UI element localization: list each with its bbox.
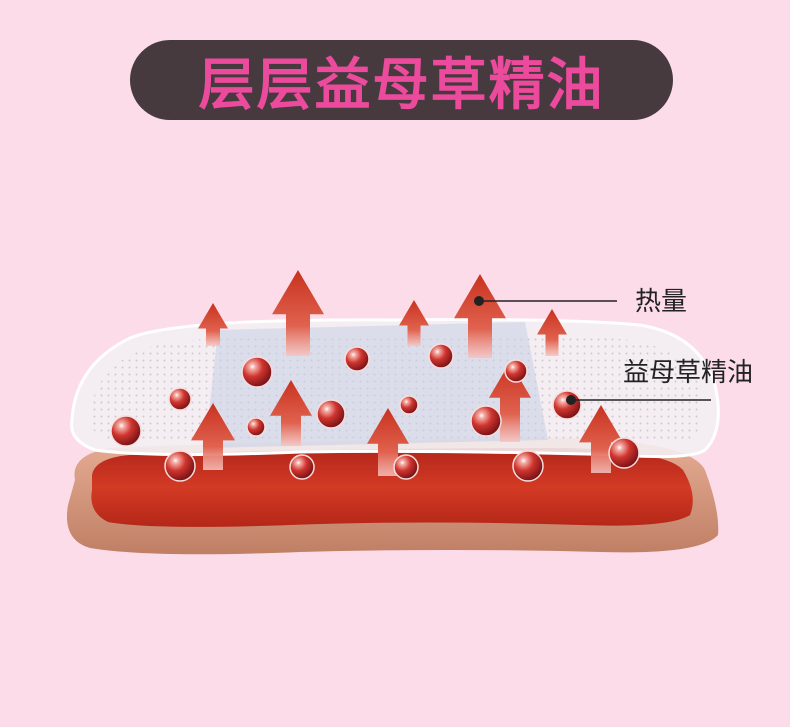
heat-arrow-icon <box>454 274 506 358</box>
heat-callout-pointer <box>474 296 617 306</box>
heat-arrow-icon <box>191 403 235 470</box>
oil-droplet-icon <box>246 417 266 437</box>
oil-droplet-icon <box>344 346 370 372</box>
oil-droplet-icon <box>393 454 419 480</box>
essential-oil-label: 益母草精油 <box>623 358 754 388</box>
heat-arrow-icon <box>399 300 429 346</box>
heat-label: 热量 <box>635 287 688 317</box>
oil-droplet-icon <box>241 356 273 388</box>
oil-droplet-icon <box>316 399 346 429</box>
heat-arrow-icon <box>272 270 324 356</box>
oil-droplet-icon <box>164 450 196 482</box>
heat-arrow-icon <box>270 380 312 446</box>
heat-arrow-icon <box>537 309 567 356</box>
heat-arrow-icon <box>367 408 409 476</box>
oil-droplet-icon <box>110 415 142 447</box>
title-banner: 层层益母草精油 <box>130 40 673 120</box>
oil-droplet-icon <box>399 395 419 415</box>
heat-arrow-icon <box>198 303 228 346</box>
oil-droplet-icon <box>168 387 192 411</box>
oil-droplet-icon <box>512 450 544 482</box>
oil-droplet-icon <box>608 437 640 469</box>
oil-droplet-icon <box>289 454 315 480</box>
heat-arrow-icon <box>579 405 623 473</box>
oil-droplet-icon <box>552 390 582 420</box>
oil-droplet-icon <box>504 359 528 383</box>
heat-arrow-icon <box>489 362 531 442</box>
oil-droplet-icon <box>470 405 502 437</box>
page-title: 层层益母草精油 <box>198 52 605 118</box>
oil-callout-pointer <box>566 395 711 405</box>
oil-droplet-icon <box>428 343 454 369</box>
